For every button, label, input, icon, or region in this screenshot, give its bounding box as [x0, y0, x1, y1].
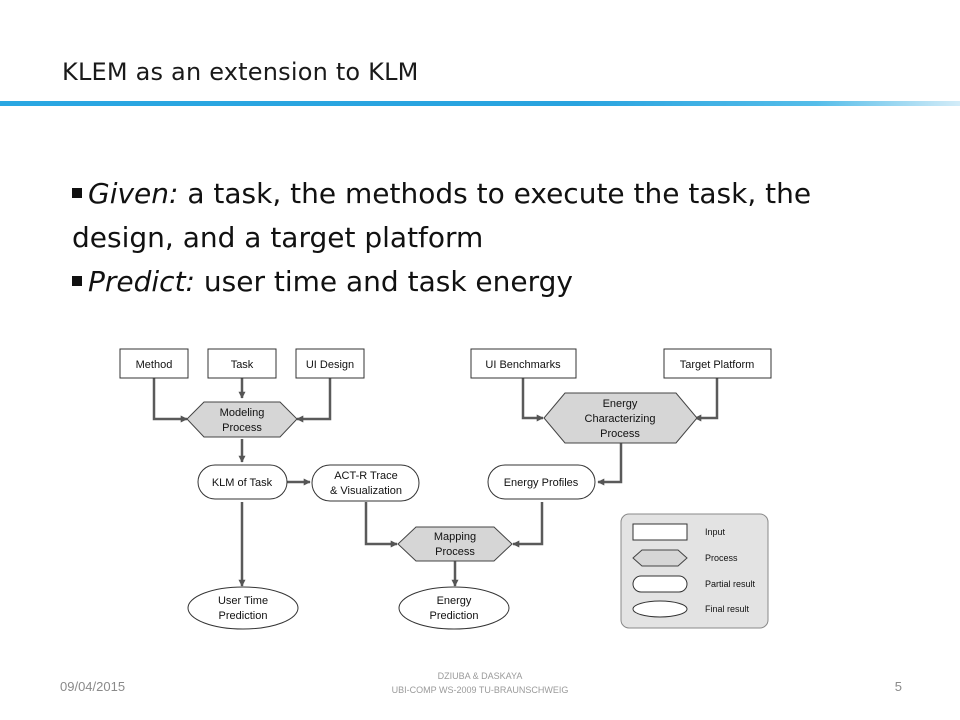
bullet-text-given: a task, the methods to execute the task,… [72, 177, 812, 254]
partial-actr-trace: ACT-R Trace & Visualization [311, 464, 420, 502]
arrow-profiles-to-mapping [512, 502, 544, 548]
bullet-given: Given: a task, the methods to execute th… [72, 172, 892, 260]
arrow-method-to-modeling [152, 378, 188, 423]
final-energy-line1: Energy [437, 595, 472, 607]
footer-course: UBI-COMP WS-2009 TU-BRAUNSCHWEIG [391, 685, 569, 695]
partial-energy-profiles-label: Energy Profiles [504, 477, 579, 489]
page-number: 5 [894, 679, 902, 694]
process-energy-line1: Energy [603, 398, 638, 410]
arrow-actr-to-mapping [364, 502, 398, 548]
bullet-lead-predict: Predict: [88, 265, 195, 298]
process-modeling: Modeling Process [186, 401, 298, 438]
bullet-lead-given: Given: [88, 177, 179, 210]
bullet-square-icon [72, 276, 82, 286]
footer-center: DZIUBA & DASKAYA UBI-COMP WS-2009 TU-BRA… [330, 669, 630, 697]
arrow-target-to-energychar [694, 378, 719, 422]
legend-partial-label: Partial result [705, 579, 756, 589]
legend-final-label: Final result [705, 604, 750, 614]
partial-energy-profiles: Energy Profiles [487, 464, 596, 500]
bullet-predict: Predict: user time and task energy [72, 260, 892, 304]
input-ui-design-label: UI Design [306, 359, 354, 371]
partial-actr-line1: ACT-R Trace [334, 470, 398, 482]
legend: Input Process Partial result Final resul… [620, 513, 769, 629]
legend-final-swatch [632, 600, 688, 618]
legend-process-label: Process [705, 553, 738, 563]
legend-process-swatch [632, 549, 688, 567]
bullet-square-icon [72, 188, 82, 198]
process-modeling-line2: Process [222, 422, 262, 434]
connectors [152, 378, 719, 587]
final-energy-line2: Prediction [430, 610, 479, 622]
arrow-energychar-to-profiles [597, 443, 623, 486]
final-energy-prediction: Energy Prediction [398, 586, 510, 630]
partial-klm-label: KLM of Task [212, 477, 273, 489]
input-task: Task [207, 348, 277, 379]
bullet-list: Given: a task, the methods to execute th… [72, 172, 892, 304]
input-ui-benchmarks: UI Benchmarks [470, 348, 577, 379]
slide-title: KLEM as an extension to KLM [62, 58, 419, 86]
final-user-time-prediction: User Time Prediction [187, 586, 299, 630]
input-method-label: Method [136, 359, 173, 371]
process-energy-line2: Characterizing [585, 413, 656, 425]
input-target-platform: Target Platform [663, 348, 772, 379]
final-user-time-line1: User Time [218, 595, 268, 607]
partial-klm-of-task: KLM of Task [197, 464, 288, 500]
legend-input-swatch [632, 523, 688, 541]
bullet-text-predict: user time and task energy [194, 265, 573, 298]
final-user-time-line2: Prediction [219, 610, 268, 622]
footer-date: 09/04/2015 [60, 679, 126, 694]
process-modeling-line1: Modeling [220, 407, 265, 419]
input-ui-benchmarks-label: UI Benchmarks [485, 359, 561, 371]
input-method: Method [119, 348, 189, 379]
input-ui-design: UI Design [295, 348, 365, 379]
partial-actr-line2: & Visualization [330, 485, 402, 497]
arrow-uibench-to-energychar [521, 378, 544, 422]
legend-partial-swatch [632, 575, 688, 593]
input-target-platform-label: Target Platform [680, 359, 755, 371]
legend-input-label: Input [705, 527, 726, 537]
input-task-label: Task [231, 359, 254, 371]
process-energy-line3: Process [600, 428, 640, 440]
arrow-uidesign-to-modeling [296, 378, 332, 423]
process-energy-characterizing: Energy Characterizing Process [543, 392, 698, 444]
title-underline [0, 101, 960, 106]
process-mapping: Mapping Process [397, 526, 513, 562]
footer-authors: DZIUBA & DASKAYA [437, 671, 523, 681]
process-mapping-line2: Process [435, 546, 475, 558]
process-mapping-line1: Mapping [434, 531, 476, 543]
